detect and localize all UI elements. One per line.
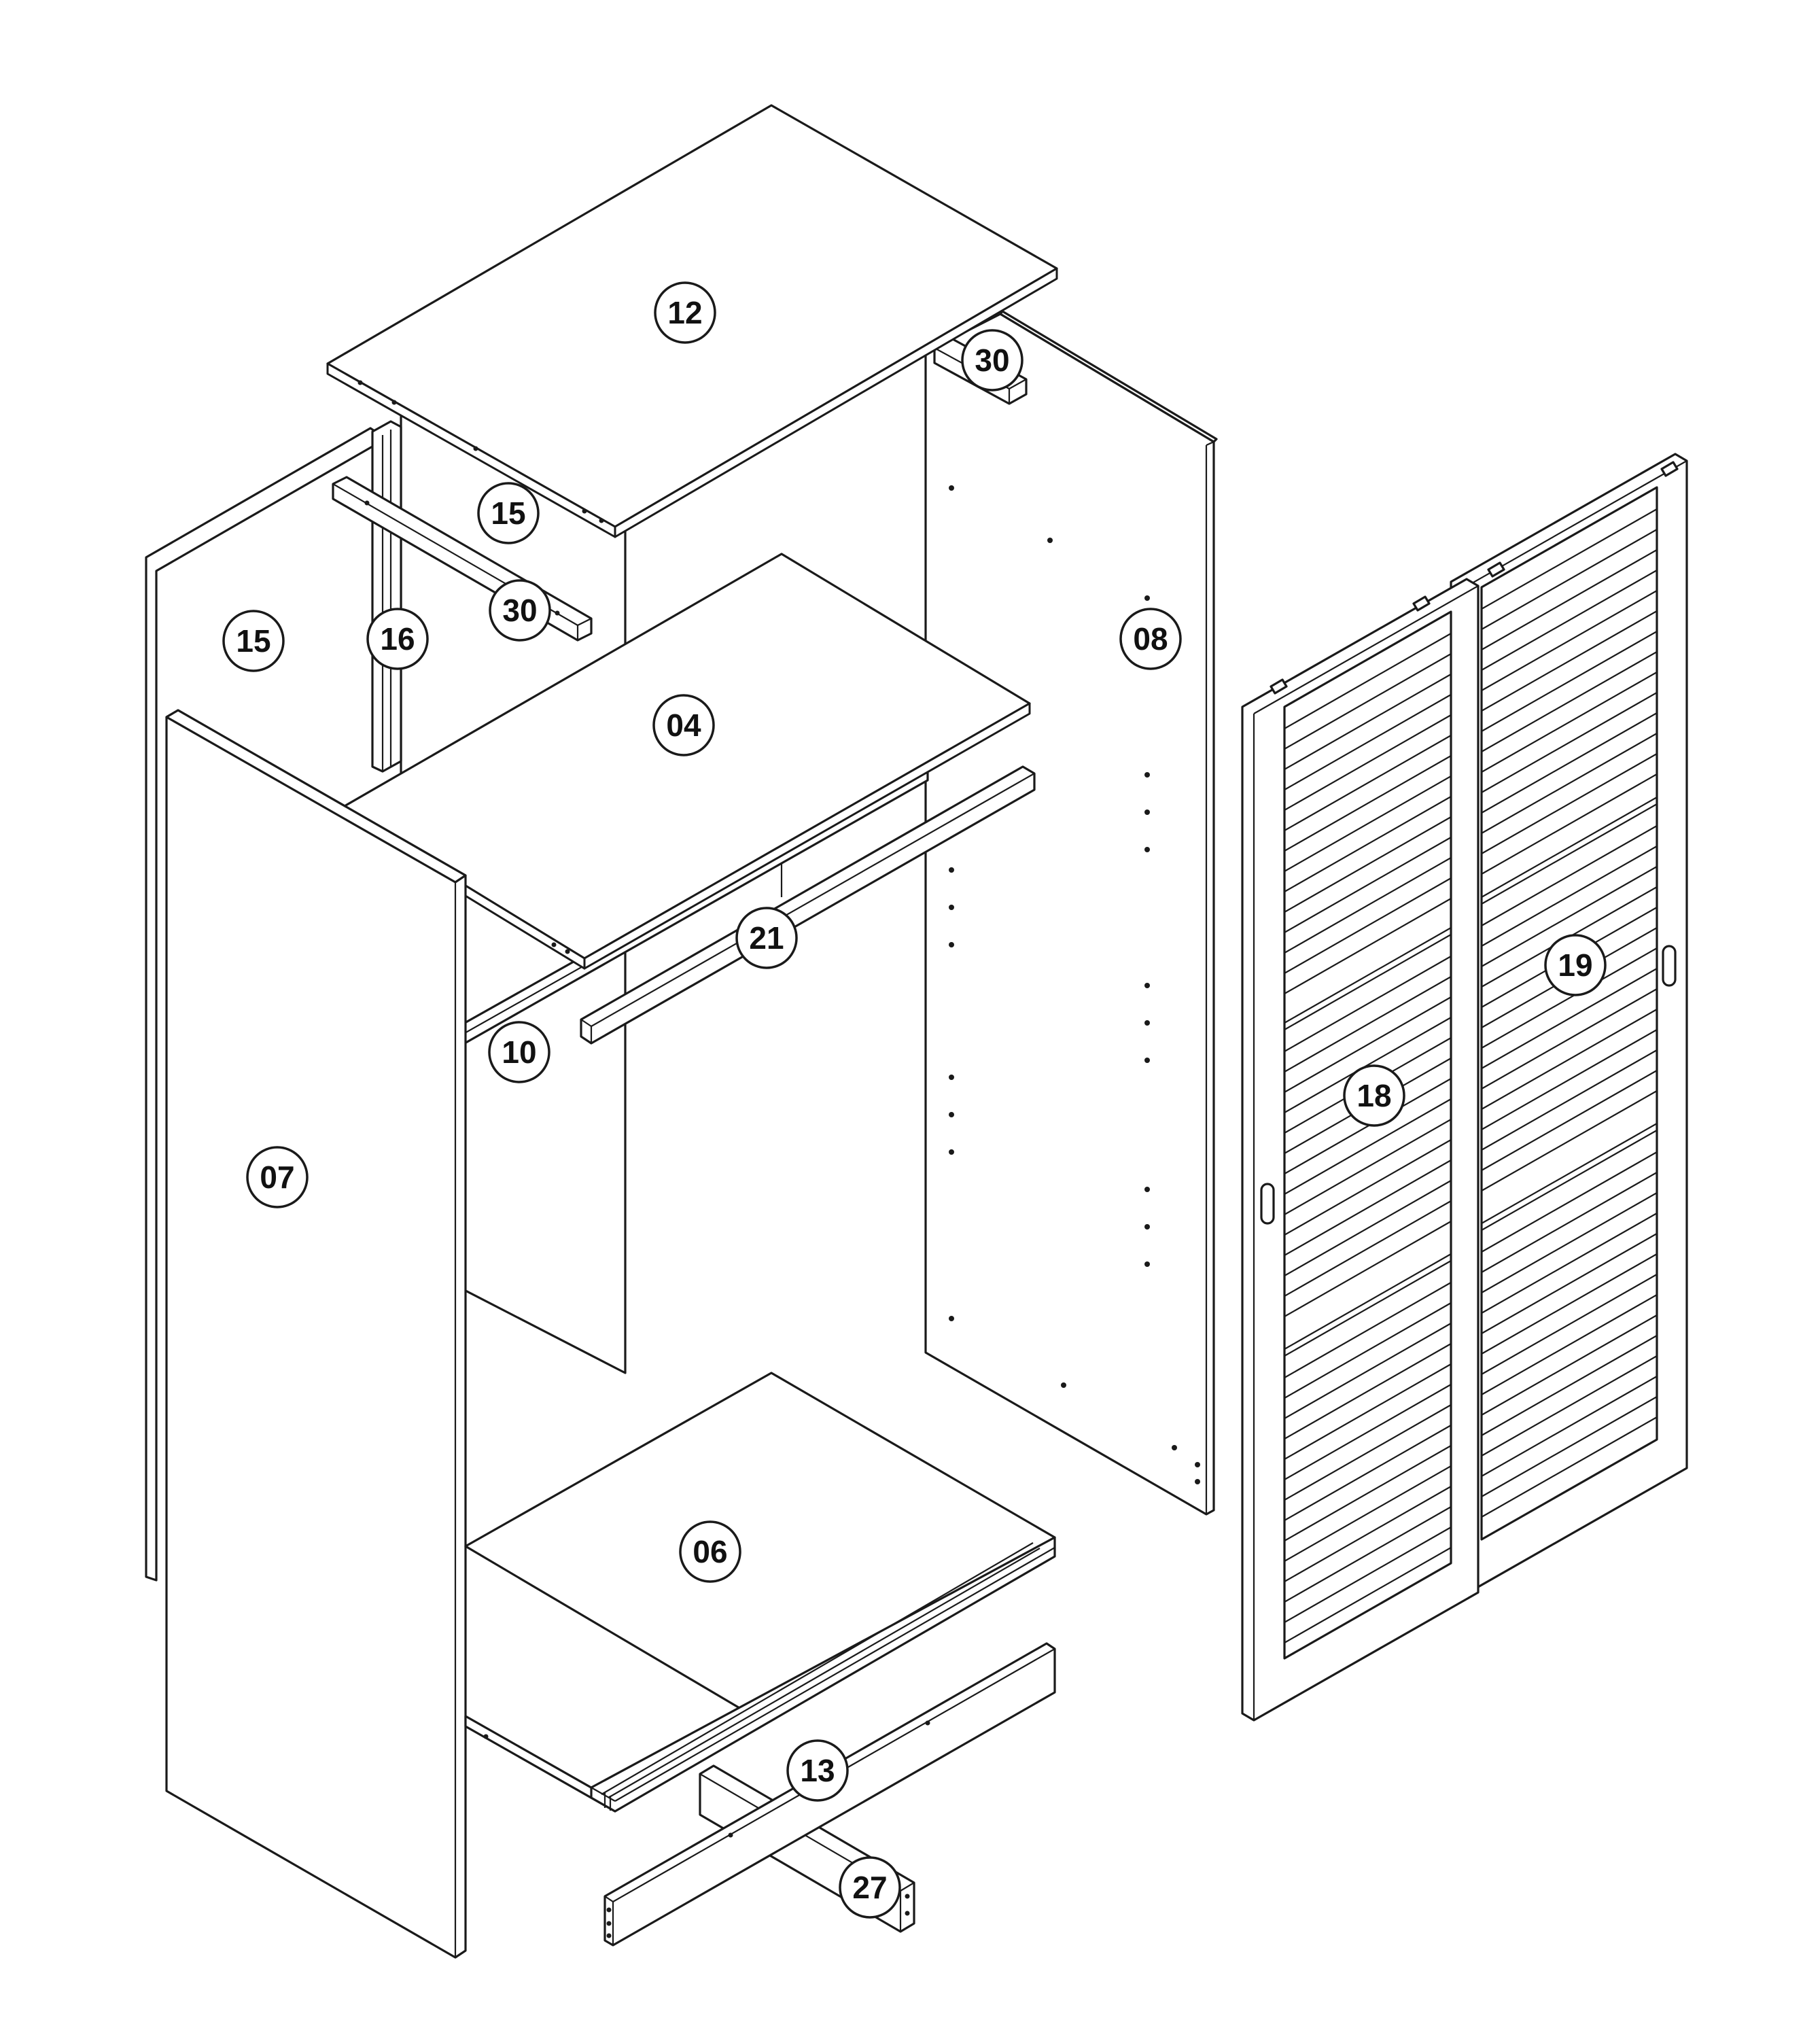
hanging-rail — [580, 765, 1036, 1045]
left-side-panel — [165, 709, 467, 1959]
left-door — [1241, 578, 1480, 1722]
label-plinth-brace: 27 — [852, 1870, 887, 1905]
label-back-panel-upper: 15 — [491, 495, 525, 531]
right-side-panel — [924, 310, 1218, 1516]
callout-top-panel: 12 — [654, 281, 716, 344]
label-back-panel-lower: 15 — [236, 623, 270, 659]
callout-left-door: 18 — [1343, 1064, 1405, 1127]
label-top-panel: 12 — [667, 295, 702, 330]
callout-back-strip: 16 — [366, 608, 429, 670]
callout-plinth-brace: 27 — [839, 1856, 901, 1919]
callout-left-side-panel: 07 — [246, 1146, 309, 1208]
callout-right-side-panel: 08 — [1119, 608, 1182, 670]
label-back-strip: 16 — [380, 621, 415, 657]
callout-cleat-top-right: 30 — [961, 329, 1023, 391]
label-cleat-top-left: 30 — [502, 593, 537, 628]
label-left-side-panel: 07 — [260, 1160, 294, 1195]
callout-back-panel-upper: 15 — [477, 482, 540, 544]
callout-hanging-rail: 21 — [735, 907, 798, 969]
callout-middle-shelf: 04 — [652, 694, 715, 756]
label-cleat-top-right: 30 — [975, 343, 1009, 378]
label-right-side-panel: 08 — [1133, 621, 1168, 657]
callout-bottom-panel: 06 — [679, 1520, 741, 1583]
label-left-door: 18 — [1357, 1078, 1391, 1113]
label-rail-support: 10 — [502, 1034, 536, 1070]
callout-rail-support: 10 — [488, 1021, 550, 1083]
right-door — [1450, 453, 1688, 1597]
back-panel-lower — [145, 427, 382, 1582]
label-plinth: 13 — [800, 1753, 835, 1788]
label-bottom-panel: 06 — [693, 1534, 727, 1569]
callout-cleat-top-left: 30 — [489, 579, 551, 642]
bottom-panel — [464, 1372, 1056, 1813]
callout-right-door: 19 — [1544, 934, 1607, 996]
callout-plinth: 13 — [786, 1739, 849, 1802]
label-hanging-rail: 21 — [749, 920, 784, 956]
back-strip — [371, 420, 402, 773]
right-panel-holes — [949, 485, 1200, 1484]
label-middle-shelf: 04 — [666, 708, 701, 743]
label-right-door: 19 — [1558, 947, 1592, 983]
callout-back-panel-lower: 15 — [222, 610, 285, 672]
